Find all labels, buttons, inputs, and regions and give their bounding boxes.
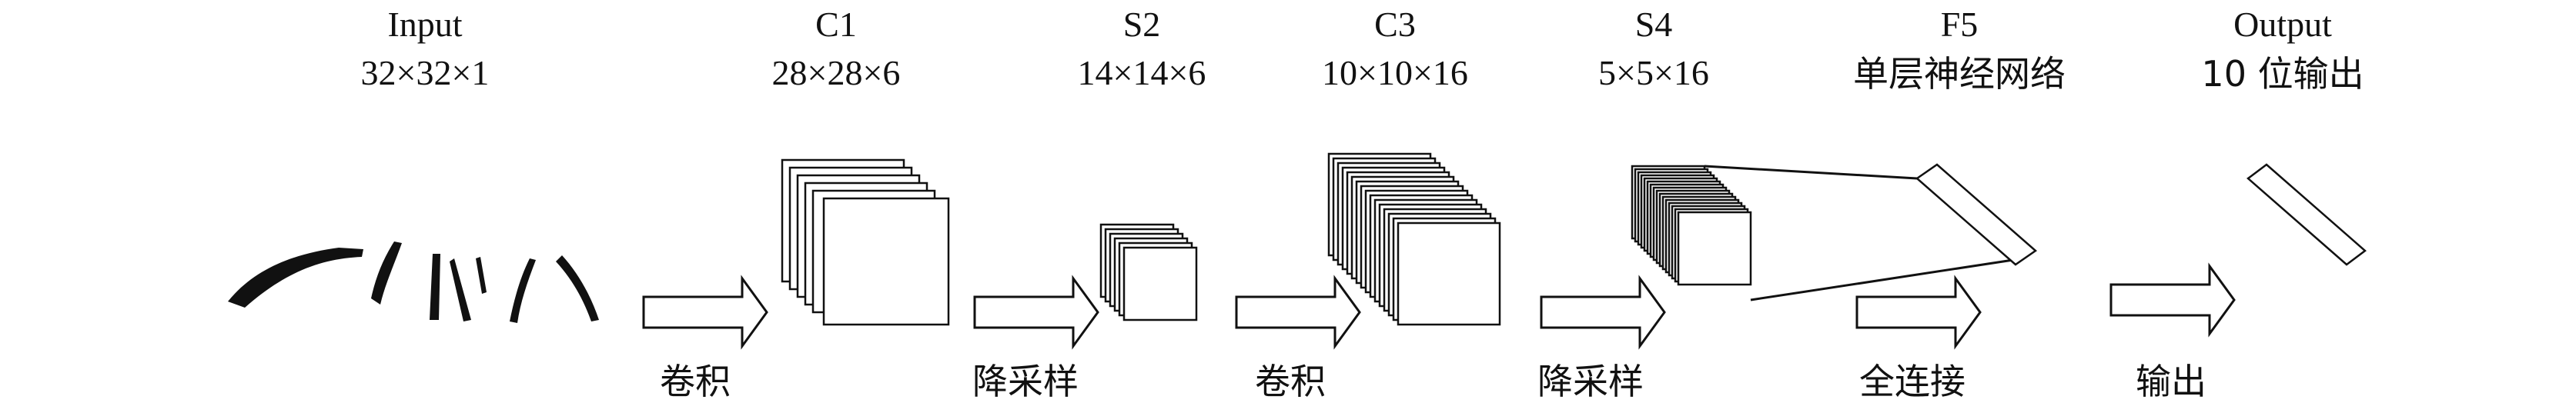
stage-input-name: Input bbox=[387, 5, 462, 44]
s4-map-16 bbox=[1677, 211, 1752, 286]
op-label-5: 全连接 bbox=[1859, 361, 1965, 402]
output-neuron-bar bbox=[2246, 163, 2367, 266]
stage-f5-name: F5 bbox=[1941, 5, 1979, 44]
operation-labels: 卷积 降采样 卷积 降采样 全连接 输出 bbox=[660, 361, 2206, 402]
stage-f5-dims: 单层神经网络 bbox=[1853, 53, 2066, 95]
stage-c1-header: C1 28×28×6 bbox=[772, 5, 901, 92]
arrow-6 bbox=[2109, 262, 2236, 338]
arrows bbox=[642, 262, 2236, 350]
stage-s4-dims: 5×5×16 bbox=[1598, 53, 1709, 92]
op-label-3: 卷积 bbox=[1255, 361, 1326, 402]
f5-neuron-bar bbox=[1915, 163, 2038, 266]
s4-feature-maps bbox=[1631, 165, 1752, 286]
arrow-5 bbox=[1855, 275, 1982, 350]
stage-c3-dims: 10×10×16 bbox=[1322, 53, 1468, 92]
stage-input-header: Input 32×32×1 bbox=[361, 5, 490, 92]
c1-feature-maps bbox=[781, 158, 950, 326]
op-label-6: 输出 bbox=[2136, 361, 2206, 402]
arrow-1 bbox=[642, 275, 768, 350]
stage-s2-name: S2 bbox=[1123, 5, 1161, 44]
arrow-4 bbox=[1540, 275, 1666, 350]
input-digit-image bbox=[228, 241, 599, 323]
s2-feature-maps bbox=[1099, 223, 1198, 321]
stage-input-dims: 32×32×1 bbox=[361, 53, 490, 92]
stage-output-header: Output 10 位输出 bbox=[2201, 5, 2364, 95]
c3-feature-maps bbox=[1327, 152, 1501, 326]
stage-output-name: Output bbox=[2233, 5, 2332, 44]
op-label-2: 降采样 bbox=[972, 361, 1079, 402]
arrow-2 bbox=[973, 275, 1099, 350]
stage-c3-header: C3 10×10×16 bbox=[1322, 5, 1468, 92]
stage-c1-name: C1 bbox=[815, 5, 857, 44]
stage-c1-dims: 28×28×6 bbox=[772, 53, 901, 92]
c3-map-16 bbox=[1397, 221, 1501, 326]
op-label-4: 降采样 bbox=[1537, 361, 1644, 402]
stage-s2-header: S2 14×14×6 bbox=[1078, 5, 1206, 92]
s2-map-6 bbox=[1122, 246, 1198, 321]
stage-s4-name: S4 bbox=[1635, 5, 1673, 44]
stage-s4-header: S4 5×5×16 bbox=[1598, 5, 1709, 92]
arrow-3 bbox=[1235, 275, 1361, 350]
full-connection-lines bbox=[1704, 165, 2024, 301]
output-layer bbox=[2246, 163, 2367, 266]
c1-map-6 bbox=[822, 197, 950, 326]
projection-line-bottom bbox=[1750, 257, 2024, 301]
op-label-1: 卷积 bbox=[660, 361, 731, 402]
stage-output-dims: 10 位输出 bbox=[2201, 53, 2364, 95]
stage-s2-dims: 14×14×6 bbox=[1078, 53, 1206, 92]
f5-layer bbox=[1915, 163, 2038, 266]
stage-f5-header: F5 单层神经网络 bbox=[1853, 5, 2066, 95]
projection-line-top bbox=[1704, 165, 1918, 180]
stage-c3-name: C3 bbox=[1374, 5, 1416, 44]
